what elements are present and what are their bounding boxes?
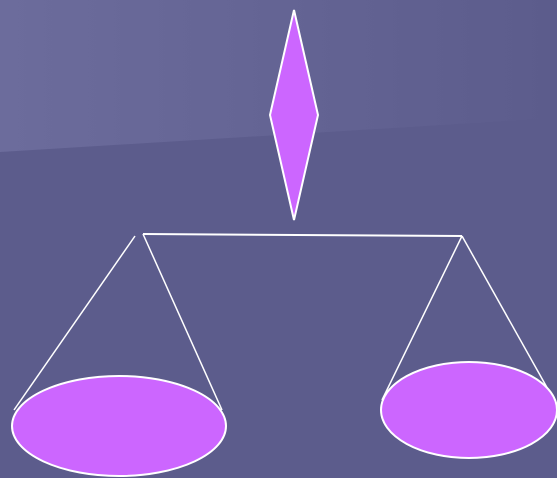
right-pan [381, 362, 557, 458]
left-pan [12, 376, 226, 476]
